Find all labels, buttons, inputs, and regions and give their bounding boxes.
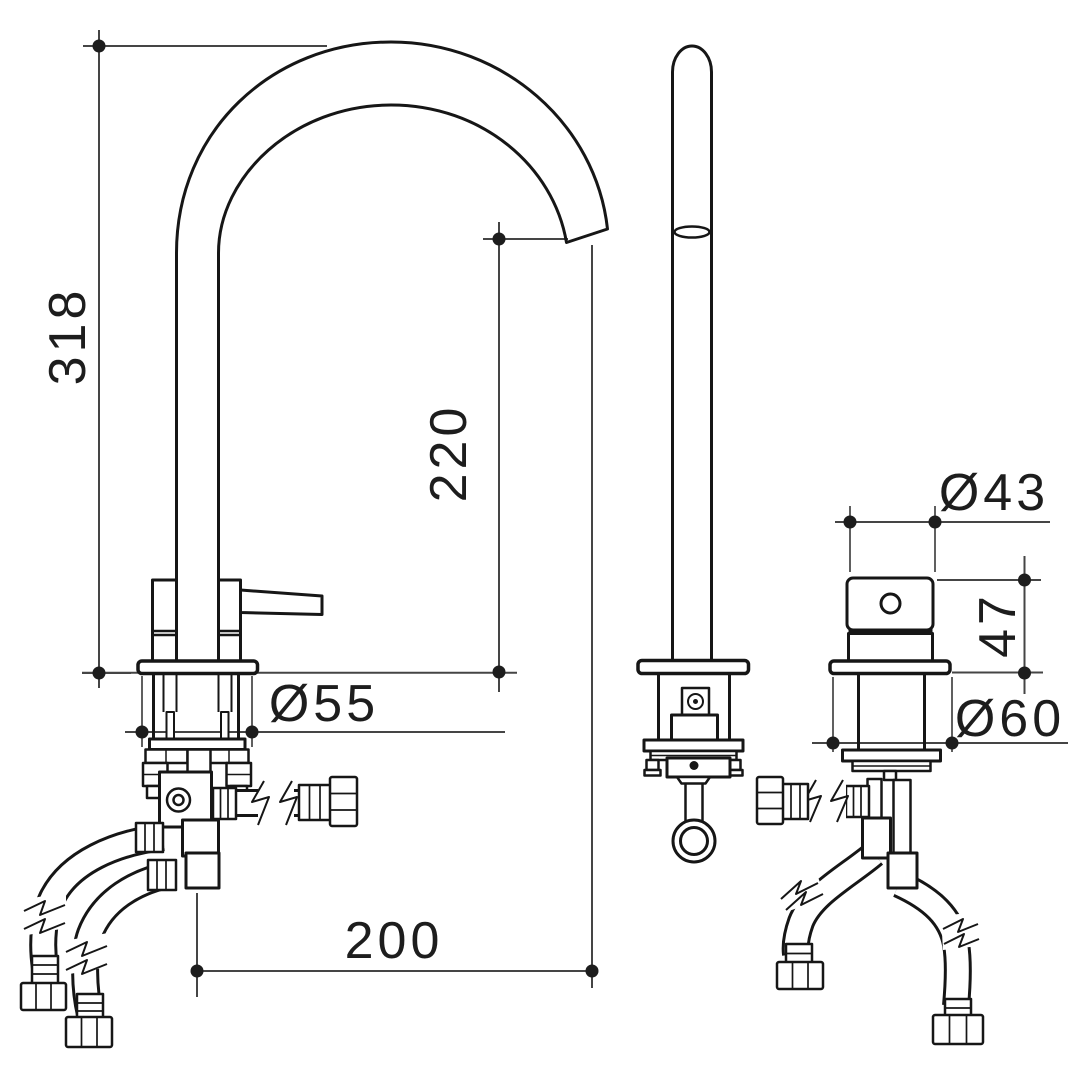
flange xyxy=(828,659,952,676)
dimension-labels: 318 220 Ø55 200 Ø43 47 Ø60 xyxy=(39,287,1065,970)
flange xyxy=(136,659,260,676)
flange xyxy=(636,658,751,676)
hose-nut xyxy=(931,1013,985,1046)
dim-label-43: Ø43 xyxy=(939,464,1049,522)
hose-nut xyxy=(328,775,359,828)
backnut-plate xyxy=(148,737,247,751)
dimension-annotations xyxy=(82,30,1068,997)
outlet-ellipse xyxy=(673,225,711,239)
hose-nut xyxy=(64,1015,114,1049)
dim-318-lines xyxy=(82,30,327,688)
dim-220-lines xyxy=(483,222,568,692)
pull-rod xyxy=(684,783,704,822)
mixer-side-view xyxy=(841,673,942,782)
mixer-top xyxy=(828,576,952,676)
hose-nut xyxy=(775,960,825,991)
dim-label-200: 200 xyxy=(345,912,444,970)
dim-55-lines xyxy=(141,676,253,747)
right-hose-fittings xyxy=(755,775,985,1046)
dim-label-60: Ø60 xyxy=(955,690,1065,748)
left-hose-fittings xyxy=(19,775,359,1049)
dim-label-220: 220 xyxy=(420,404,478,503)
left-hoses xyxy=(29,789,312,1018)
dim-200-lines xyxy=(196,245,593,997)
dim-label-47: 47 xyxy=(969,592,1027,658)
dim-60-lines xyxy=(832,677,953,752)
dim-label-55: Ø55 xyxy=(269,675,379,733)
spout-side-view xyxy=(636,44,751,864)
dim-label-318: 318 xyxy=(39,287,97,386)
hose-nut xyxy=(19,981,68,1012)
body-joint-lines xyxy=(152,629,241,637)
pull-ring-inner xyxy=(679,826,709,856)
hose-nut xyxy=(755,775,785,826)
gooseneck-spout-outline xyxy=(175,40,609,661)
dimension-dots xyxy=(92,39,1031,978)
mixer-body-left xyxy=(151,578,178,663)
left-valve-block xyxy=(158,770,221,890)
mixer-underdeck xyxy=(861,777,919,890)
spout-tube xyxy=(671,44,713,661)
pull-ring-outer xyxy=(671,818,717,864)
dim-43-lines xyxy=(849,506,936,572)
knob-dot xyxy=(879,592,902,615)
lever-handle xyxy=(239,588,324,616)
mixer-knob xyxy=(845,576,935,632)
mixer-body-right xyxy=(217,578,242,663)
